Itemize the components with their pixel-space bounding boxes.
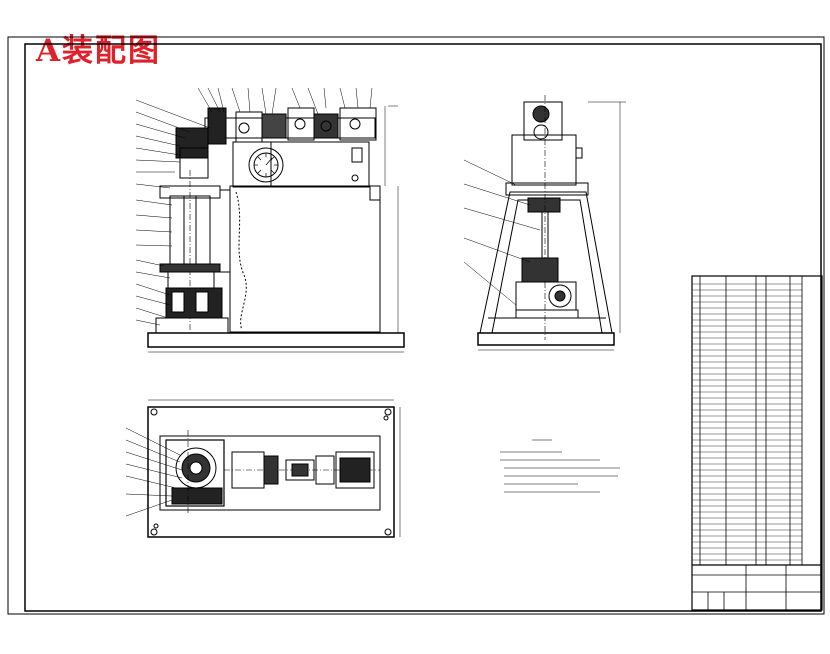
drawing-title: A装配图 [36,33,162,69]
side-view [477,95,626,351]
top-view-leaders [125,427,183,517]
top-view [147,399,401,538]
technical-requirements-note [500,439,620,493]
parts-list-rows [692,283,802,561]
parts-list-table [691,275,823,611]
front-view [147,105,405,353]
front-view-leaders [135,87,373,326]
sheet-border [7,36,825,615]
side-view-leaders [463,159,541,306]
